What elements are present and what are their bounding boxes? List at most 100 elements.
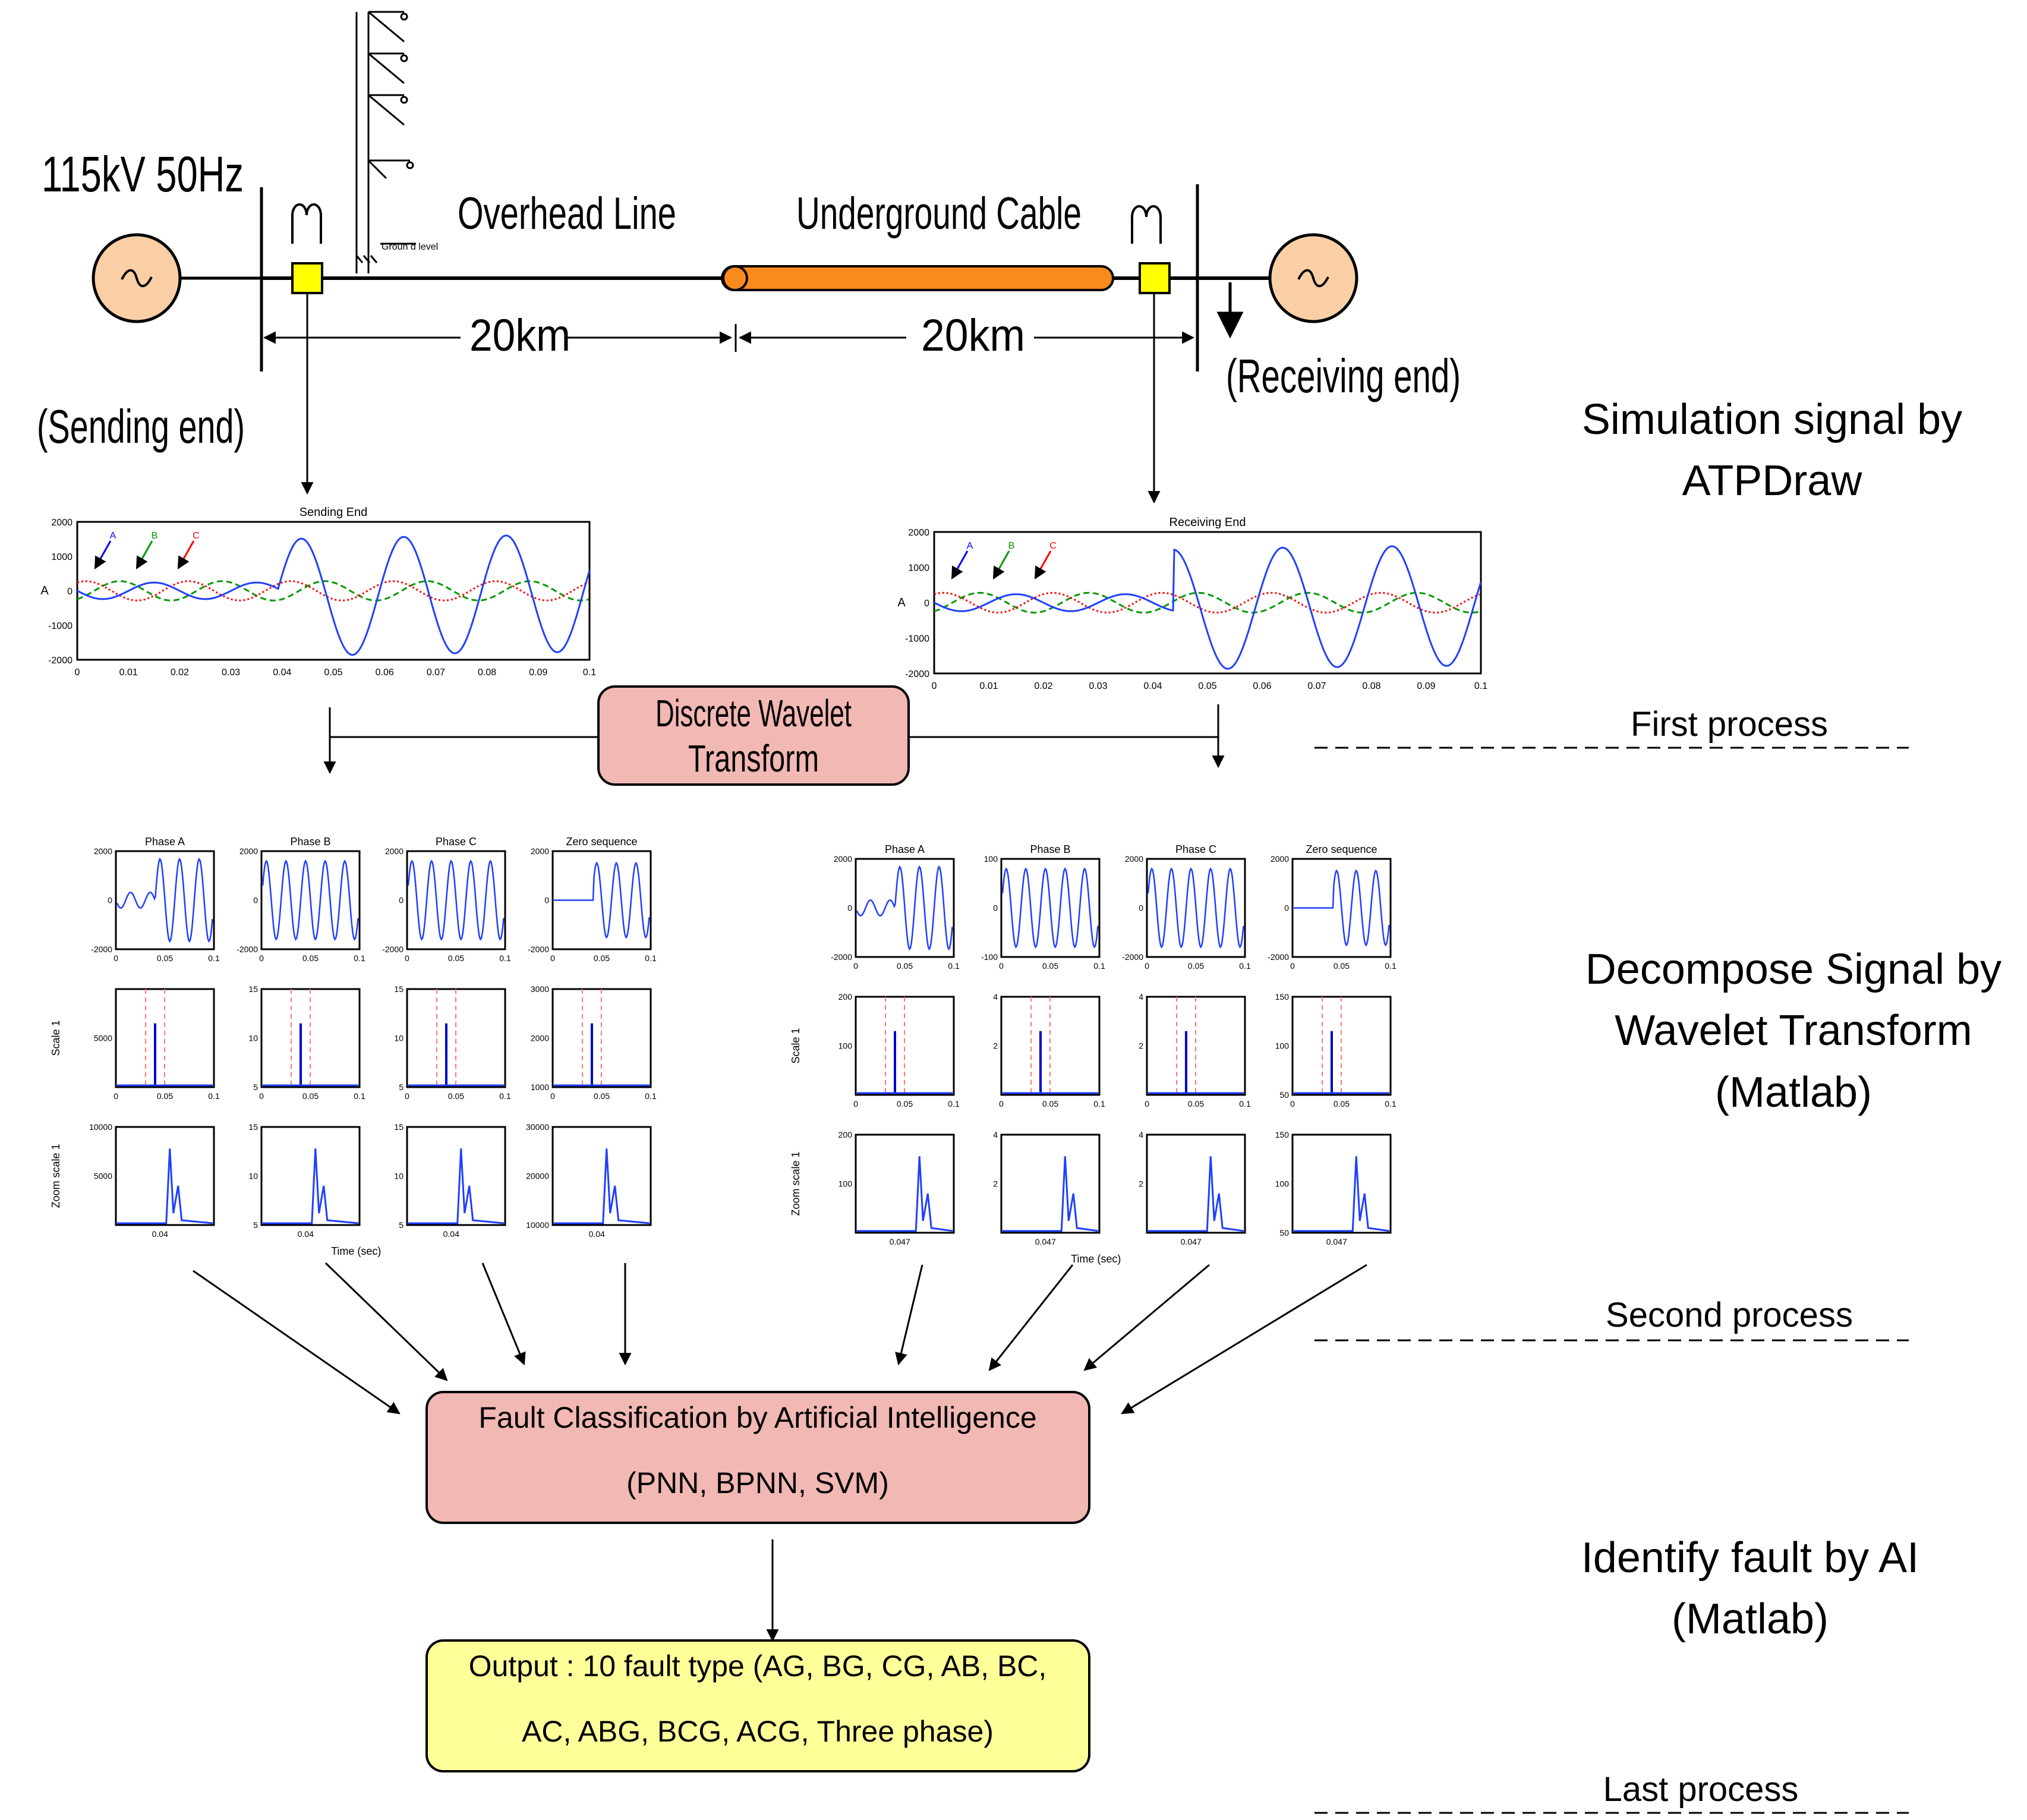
distance-label-2: 20km — [921, 310, 1025, 361]
y-tick-label: 100 — [984, 854, 998, 864]
y-tick-label: 10 — [248, 1034, 258, 1043]
subplot-frame — [260, 988, 361, 1088]
subplot-title: Phase C — [436, 836, 477, 848]
phase-label-a: A — [967, 541, 973, 551]
y-tick-label: 2000 — [51, 518, 72, 528]
zoom-trace — [117, 1148, 213, 1224]
x-tick-label: 0 — [932, 681, 937, 691]
output-box: Output : 10 fault type (AG, BG, CG, AB, … — [425, 1639, 1090, 1772]
y-tick-label: 10 — [248, 1172, 258, 1181]
subplot-frame — [260, 1126, 361, 1226]
phase-c-trace — [934, 591, 1480, 614]
ai-classification-box: Fault Classification by Artificial Intel… — [425, 1391, 1090, 1524]
signal-trace — [116, 857, 213, 943]
y-tick-label: -2000 — [48, 656, 72, 666]
y-tick-label: 4 — [1139, 992, 1143, 1002]
x-tick-label: 0 — [550, 1091, 555, 1101]
phase-arrow — [94, 540, 112, 569]
y-tick-label: 200 — [838, 1130, 853, 1139]
x-tick-label: 0 — [999, 1099, 1004, 1109]
subplot-title: Phase A — [885, 843, 925, 855]
y-tick-label: -2000 — [1122, 952, 1143, 962]
y-tick-label: 1000 — [531, 1082, 549, 1092]
row-label: Zoom scale 1 — [790, 1151, 802, 1216]
y-tick-label: 2000 — [531, 1034, 549, 1043]
x-tick-label: 0 — [1145, 961, 1149, 971]
decompose-step-line-2: Wavelet Transform — [1615, 1007, 1972, 1054]
x-tick-label: 0.1 — [948, 1099, 960, 1109]
y-tick-label: -2000 — [528, 944, 549, 954]
y-tick-label: 100 — [1275, 1041, 1290, 1051]
y-tick-label: 200 — [838, 992, 853, 1002]
y-tick-label: 15 — [394, 984, 403, 994]
y-tick-label: 15 — [248, 984, 258, 994]
x-tick-label: 0 — [405, 953, 409, 963]
second-process-label: Second process — [1606, 1296, 1853, 1334]
x-tick-label: 0.047 — [1035, 1237, 1056, 1246]
zoom-trace — [1294, 1156, 1390, 1232]
y-tick-label: -100 — [981, 952, 998, 962]
x-tick-label: 0 — [75, 667, 80, 678]
x-tick-label: 0 — [259, 953, 264, 963]
y-tick-label: 0 — [544, 896, 549, 905]
phase-arrow — [951, 550, 969, 580]
voltage-label: 115kV 50Hz — [42, 146, 244, 202]
x-tick-label: 0.047 — [890, 1237, 910, 1246]
y-tick-label: 0 — [1284, 903, 1289, 913]
x-tick-label: 0.05 — [1042, 1099, 1058, 1109]
row-label: Scale 1 — [50, 1020, 62, 1056]
y-tick-label: 10000 — [526, 1220, 549, 1230]
x-tick-label: 0 — [1290, 1099, 1295, 1109]
x-tick-label: 0.1 — [354, 953, 365, 963]
y-tick-label: 1000 — [908, 563, 929, 574]
y-tick-label: 4 — [993, 1130, 998, 1139]
x-tick-label: 0.06 — [376, 667, 394, 678]
ai-line-1: Fault Classification by Artificial Intel… — [478, 1401, 1036, 1434]
x-tick-label: 0 — [114, 953, 118, 963]
zoom-trace — [1003, 1156, 1099, 1232]
x-tick-label: 0.05 — [594, 953, 610, 963]
y-tick-label: -2000 — [1268, 952, 1289, 962]
subplot-frame — [551, 988, 652, 1088]
y-tick-label: 5000 — [94, 1172, 112, 1181]
x-tick-label: 0.1 — [1385, 1099, 1396, 1109]
row-label: Zoom scale 1 — [50, 1144, 62, 1208]
x-tick-label: 0 — [853, 961, 858, 971]
subplot-frame — [406, 1126, 506, 1226]
x-tick-label: 0.04 — [273, 667, 291, 678]
y-tick-label: 100 — [838, 1179, 853, 1189]
y-tick-label: -2000 — [237, 944, 258, 954]
dwt-box: Discrete Wavelet Transform — [597, 685, 910, 786]
x-tick-label: 0.04 — [298, 1229, 314, 1239]
subplot-frame — [1000, 996, 1101, 1096]
x-tick-label: 0.047 — [1181, 1237, 1202, 1246]
x-tick-label: 0.04 — [1143, 681, 1162, 691]
transmission-tower-icon — [355, 11, 416, 273]
y-tick-label: 150 — [1275, 1130, 1290, 1139]
zoom-trace — [1148, 1156, 1244, 1232]
y-tick-label: 2000 — [908, 528, 929, 538]
y-tick-label: 2000 — [531, 846, 549, 856]
y-tick-label: 15 — [394, 1122, 403, 1132]
x-tick-label: 0.03 — [1089, 681, 1107, 691]
power-system-diagram: 115kV 50Hz Groun d level — [37, 11, 1461, 504]
x-tick-label: 0 — [999, 961, 1004, 971]
y-tick-label: 1000 — [51, 552, 72, 562]
ground-level-label: Groun d level — [382, 242, 438, 252]
x-tick-label: 0.05 — [324, 667, 342, 678]
x-axis-label: Time (sec) — [331, 1245, 381, 1257]
x-tick-label: 0 — [114, 1091, 118, 1101]
signal-trace — [856, 865, 953, 951]
signal-trace — [1147, 867, 1244, 949]
x-tick-label: 0.1 — [1093, 961, 1105, 971]
phase-label-c: C — [193, 531, 200, 541]
subplot-frame — [1146, 996, 1246, 1096]
y-tick-label: 2 — [993, 1041, 998, 1051]
y-tick-label: 2000 — [834, 854, 852, 864]
x-tick-label: 0.05 — [157, 1091, 173, 1101]
zoom-trace — [408, 1148, 505, 1224]
sine-wave-source-icon — [92, 233, 182, 323]
